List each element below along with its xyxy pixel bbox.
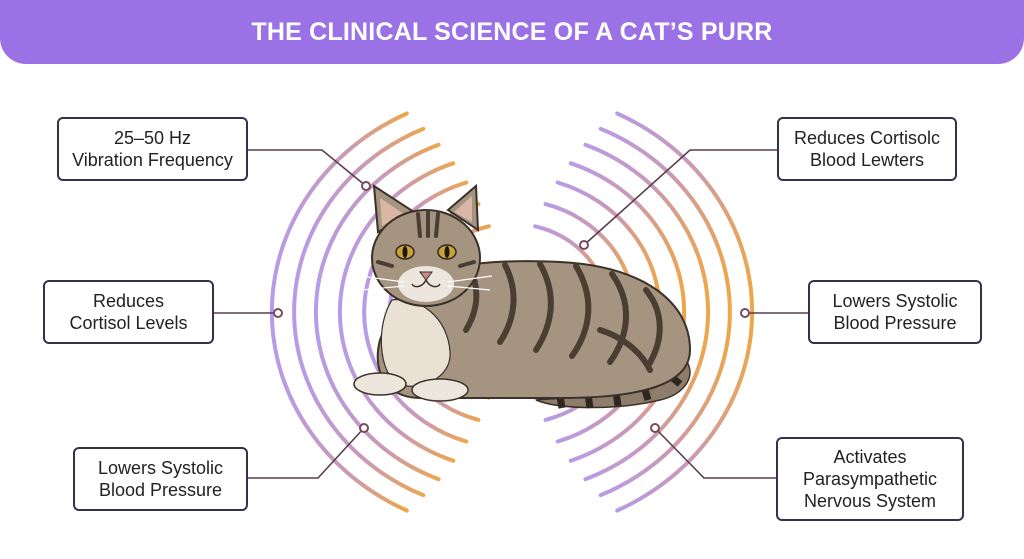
title-banner: THE CLINICAL SCIENCE OF A CAT’S PURR (0, 0, 1024, 64)
cat-nose (419, 271, 433, 281)
callout-line: Blood Pressure (833, 313, 957, 333)
wave-arc (362, 180, 469, 444)
wave-arc (583, 142, 711, 482)
callout-line: Lowers Systolic (97, 458, 224, 478)
connector-dots (273, 181, 750, 433)
callout-lowers-systolic-right: Lowers Systolic Blood Pressure (808, 280, 982, 344)
wave-arc (292, 126, 426, 498)
connector-lines (214, 149, 808, 479)
connector-dot (273, 308, 283, 318)
callout-lowers-systolic-left: Lowers Systolic Blood Pressure (73, 447, 248, 511)
callout-line: Activates (833, 447, 907, 467)
cat-paw-left (353, 372, 407, 396)
callout-line: 25–50 Hz (113, 128, 192, 148)
connector-dot (361, 181, 371, 191)
callout-line: Nervous System (803, 491, 937, 511)
callout-parasympathetic: Activates Parasympathetic Nervous System (776, 437, 964, 521)
wave-arc (269, 111, 409, 513)
connector-dot (579, 240, 589, 250)
callout-line: Vibration Frequency (72, 150, 233, 170)
page-title: THE CLINICAL SCIENCE OF A CAT’S PURR (251, 17, 773, 46)
wave-arc (568, 161, 687, 463)
callout-reduces-cortisol-levels: Reduces Cortisol Levels (43, 280, 214, 344)
cat-stripes (463, 261, 663, 373)
callout-line: Cortisol Levels (69, 313, 188, 333)
wave-arc (598, 126, 732, 498)
connector-top-left (248, 149, 367, 187)
cat-paw-right (411, 378, 469, 402)
connector-top-right (583, 149, 777, 246)
callout-vibration-frequency: 25–50 Hz Vibration Frequency (57, 117, 248, 181)
callout-line: Lowers Systolic (832, 291, 958, 311)
callout-line: Blood Lewters (809, 150, 925, 170)
cat-whiskers (359, 275, 493, 291)
wave-arc (337, 161, 456, 463)
callout-line: Reduces (92, 291, 165, 311)
callout-line: Blood Pressure (98, 480, 223, 500)
connector-bottom-left (248, 427, 365, 479)
connector-dot (359, 423, 369, 433)
callout-line: Parasympathetic (802, 469, 938, 489)
wave-arc (313, 142, 441, 482)
connector-dot (740, 308, 750, 318)
connector-bottom-right (654, 427, 776, 479)
cat-illustration (353, 183, 692, 409)
callout-reduces-cortisol-blood: Reduces Cortisolc Blood Lewters (777, 117, 957, 181)
callout-line: Reduces Cortisolc (793, 128, 941, 148)
connector-dot (650, 423, 660, 433)
